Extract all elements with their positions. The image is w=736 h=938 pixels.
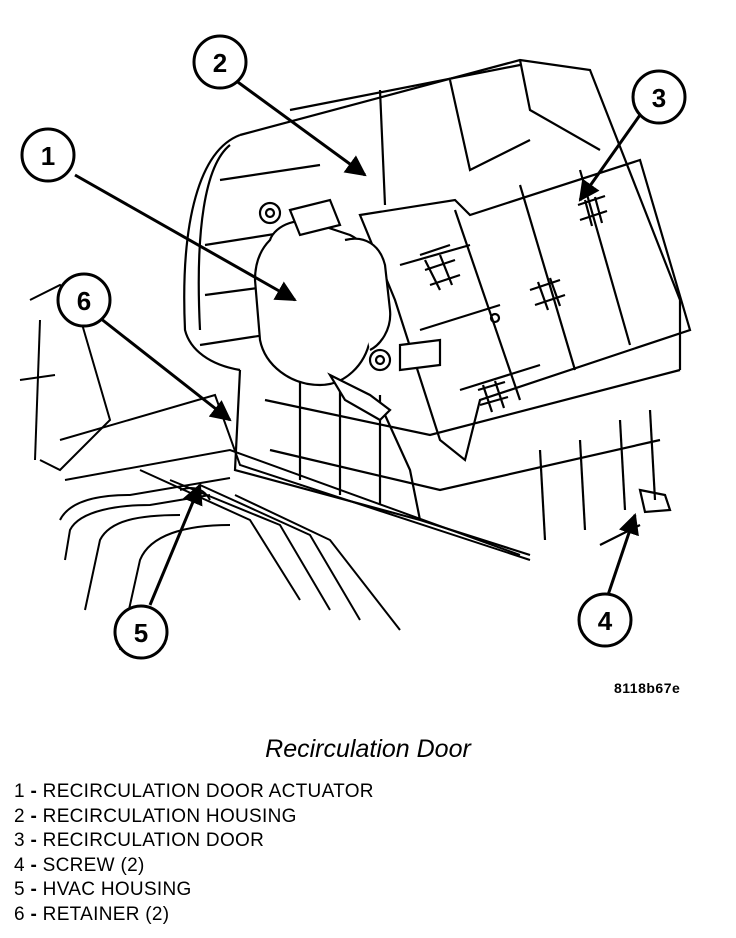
legend-item: 4 - SCREW (2) xyxy=(14,854,145,876)
callout-circle-4 xyxy=(577,592,633,648)
legend-item: 1 - RECIRCULATION DOOR ACTUATOR xyxy=(14,781,374,802)
leader-line-2 xyxy=(234,78,367,177)
legend-item: 6 - RETAINER (2) xyxy=(14,903,170,925)
leader-line-5 xyxy=(148,483,203,606)
leader-line-3 xyxy=(578,114,642,202)
callout-number-2: 2 xyxy=(213,48,227,78)
leader-lines xyxy=(74,78,642,606)
callout-circle-1 xyxy=(20,127,76,183)
callout-number-6: 6 xyxy=(77,286,91,316)
callout-circle-5 xyxy=(113,604,169,660)
callout-circle-3 xyxy=(631,69,687,125)
callout-circle-2 xyxy=(192,34,248,90)
leader-line-4 xyxy=(606,513,639,596)
callout-circle-6 xyxy=(56,272,112,328)
hvac-housing-drawing xyxy=(19,283,531,651)
legend-list: 1 - RECIRCULATION DOOR ACTUATOR 2 - RECI… xyxy=(14,780,374,927)
figure-id: 8118b67e xyxy=(614,680,681,696)
legend-item: 3 - RECIRCULATION DOOR xyxy=(14,830,265,851)
leader-line-1 xyxy=(74,173,297,302)
recirculation-door-illustration: 1 2 3 4 5 6 xyxy=(19,34,692,660)
recirculation-housing-drawing xyxy=(183,58,682,557)
actuator-drawing xyxy=(253,198,442,521)
callout-number-5: 5 xyxy=(134,618,148,648)
legend-item: 2 - RECIRCULATION HOUSING xyxy=(14,805,297,827)
recirculation-door-drawing xyxy=(358,158,692,462)
callout-number-3: 3 xyxy=(652,83,666,113)
figure-caption: Recirculation Door xyxy=(265,735,471,763)
callout-number-4: 4 xyxy=(598,606,613,636)
legend-item: 5 - HVAC HOUSING xyxy=(14,879,192,900)
callout-number-1: 1 xyxy=(41,141,55,171)
leader-line-6 xyxy=(99,316,232,422)
